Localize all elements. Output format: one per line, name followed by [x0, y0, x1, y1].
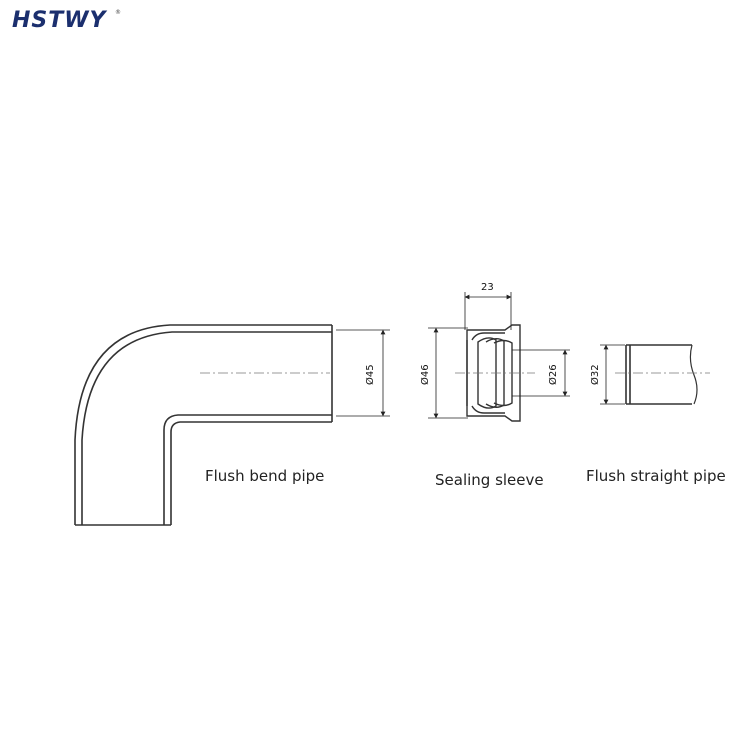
- bend-caption: Flush bend pipe: [205, 467, 325, 485]
- straight-dimension: [600, 344, 625, 405]
- bend-inner-wall-outer: [170, 421, 332, 525]
- sleeve-length-dimension: [464, 292, 512, 330]
- sleeve-dimension-inner: [512, 349, 570, 397]
- bend-outer-wall: [74, 324, 332, 525]
- bend-inner-wall: [163, 414, 332, 525]
- sleeve-drawing: [466, 324, 521, 422]
- sleeve-inner-diameter-label: Ø26: [547, 364, 559, 385]
- sleeve-length-label: 23: [481, 282, 494, 293]
- bend-outer-wall-inner: [81, 331, 332, 525]
- brand-logo: HSTWY: [12, 8, 107, 33]
- sleeve-caption: Sealing sleeve: [435, 471, 544, 489]
- straight-pipe-drawing: [625, 344, 698, 405]
- straight-diameter-label: Ø32: [589, 364, 601, 385]
- straight-caption: Flush straight pipe: [586, 467, 726, 485]
- bend-dimension: [336, 329, 390, 417]
- sleeve-dimension-outer: [428, 327, 468, 419]
- sleeve-outer-diameter-label: Ø46: [419, 364, 431, 385]
- registered-mark: ®: [115, 9, 121, 16]
- bend-diameter-label: Ø45: [364, 364, 376, 385]
- bend-pipe-drawing: [74, 324, 333, 526]
